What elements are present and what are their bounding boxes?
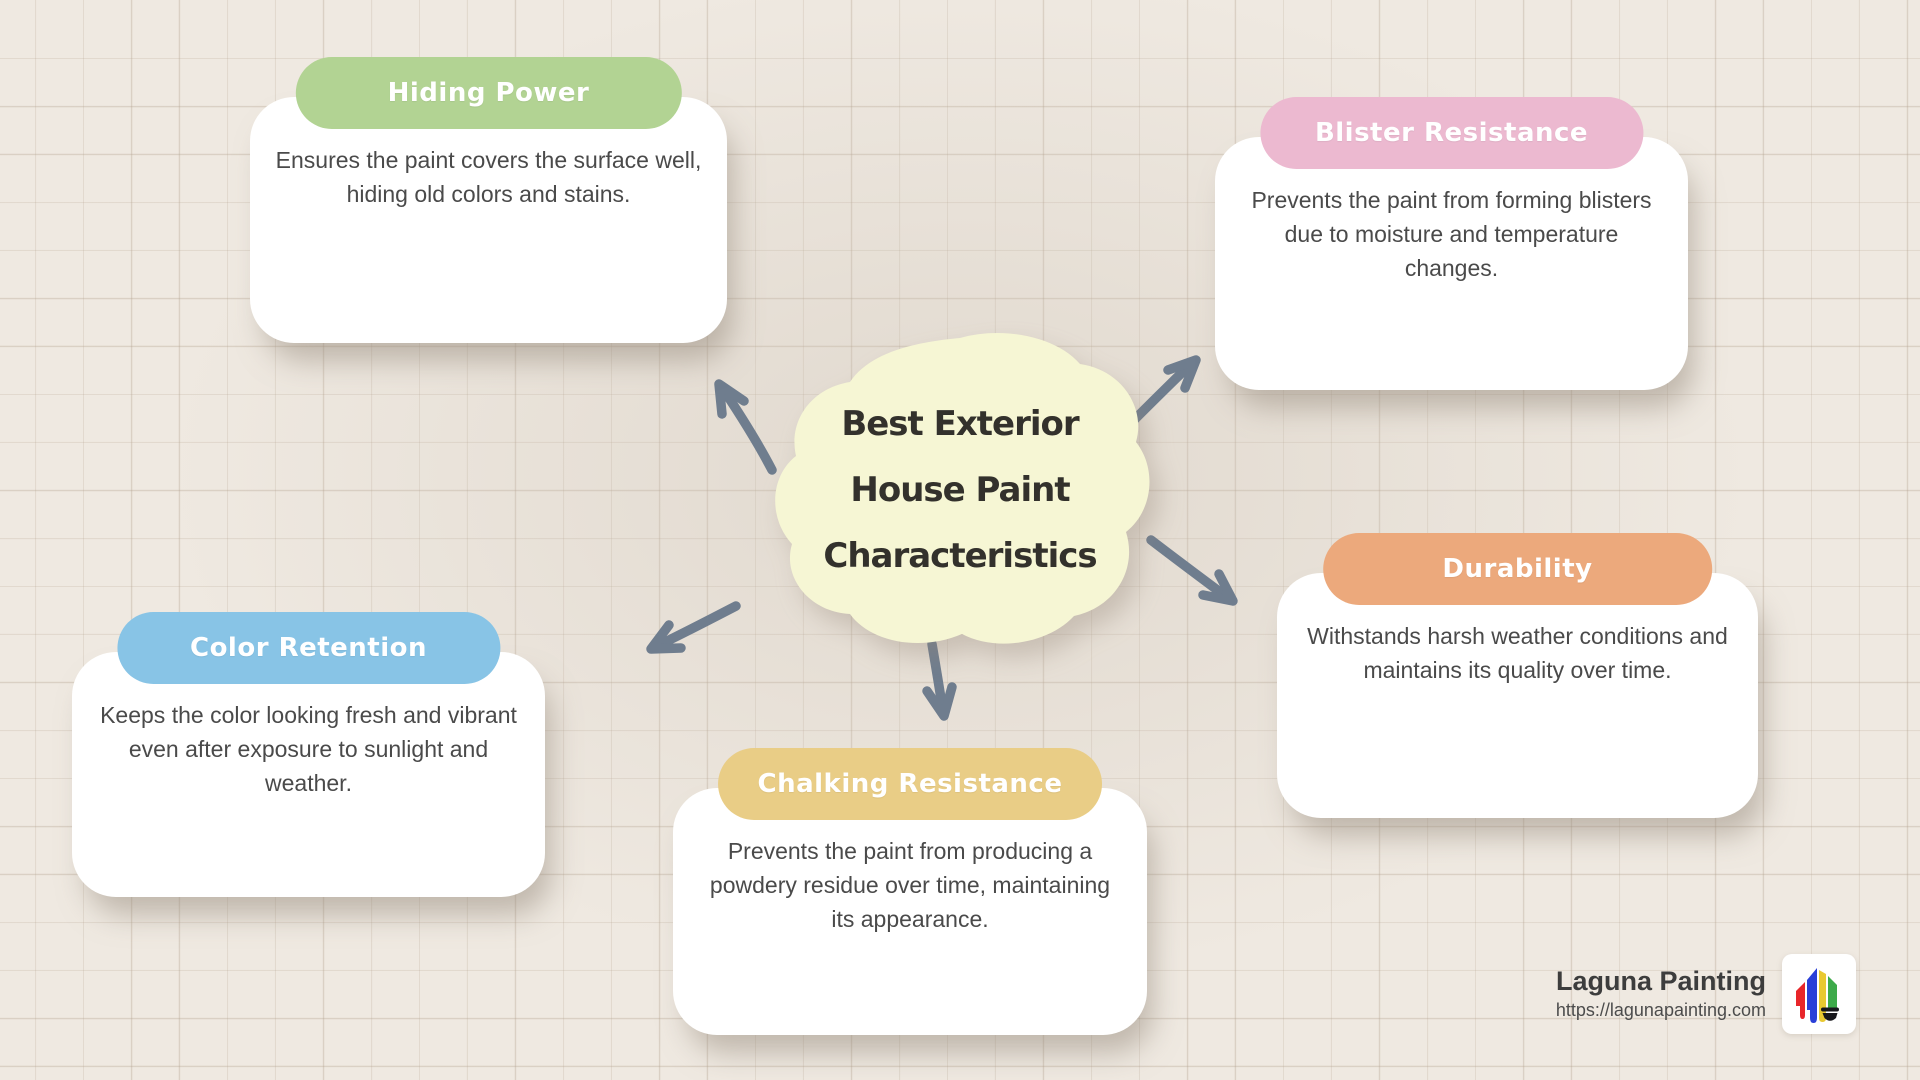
central-topic: Best Exterior House Paint Characteristic… [770,330,1150,650]
arrow-to-chalking-resistance [922,639,957,721]
paint-drip-house-logo-icon [1782,954,1856,1034]
arrow-to-color-retention [646,601,741,654]
card-header-pill: Chalking Resistance [718,748,1102,820]
central-title-line: Best Exterior [841,404,1079,444]
card-header-pill: Hiding Power [295,57,682,129]
card-blister-resistance: Blister Resistance Prevents the paint fr… [1215,97,1688,390]
card-header-pill: Color Retention [116,612,501,684]
card-title: Hiding Power [387,78,590,108]
card-description: Prevents the paint from forming blisters… [1251,187,1652,281]
central-title-line: Characteristics [823,536,1097,576]
arrow-to-durability [1146,535,1238,606]
blob-shape-icon [775,333,1150,644]
card-description: Withstands harsh weather conditions and … [1307,623,1728,683]
brand-footer: Laguna Painting https://lagunapainting.c… [1556,954,1856,1034]
card-title: Durability [1442,554,1593,584]
card-header-pill: Durability [1322,533,1713,605]
card-durability: Durability Withstands harsh weather cond… [1277,533,1758,818]
card-description: Prevents the paint from producing a powd… [709,838,1111,932]
card-color-retention: Color Retention Keeps the color looking … [72,612,545,897]
card-title: Chalking Resistance [757,769,1063,799]
card-title: Color Retention [189,633,428,663]
card-hiding-power: Hiding Power Ensures the paint covers th… [250,57,727,343]
brand-url[interactable]: https://lagunapainting.com [1555,1000,1766,1020]
card-header-pill: Blister Resistance [1259,97,1644,169]
card-chalking-resistance: Chalking Resistance Prevents the paint f… [673,748,1147,1035]
card-description: Ensures the paint covers the surface wel… [275,147,702,207]
card-title: Blister Resistance [1314,118,1589,148]
card-description: Keeps the color looking fresh and vibran… [100,702,517,796]
brand-name: Laguna Painting [1555,966,1766,996]
central-title: Best Exterior House Paint Characteristic… [770,330,1150,650]
central-title-line: House Paint [850,470,1070,510]
arrow-to-hiding-power [714,379,777,475]
